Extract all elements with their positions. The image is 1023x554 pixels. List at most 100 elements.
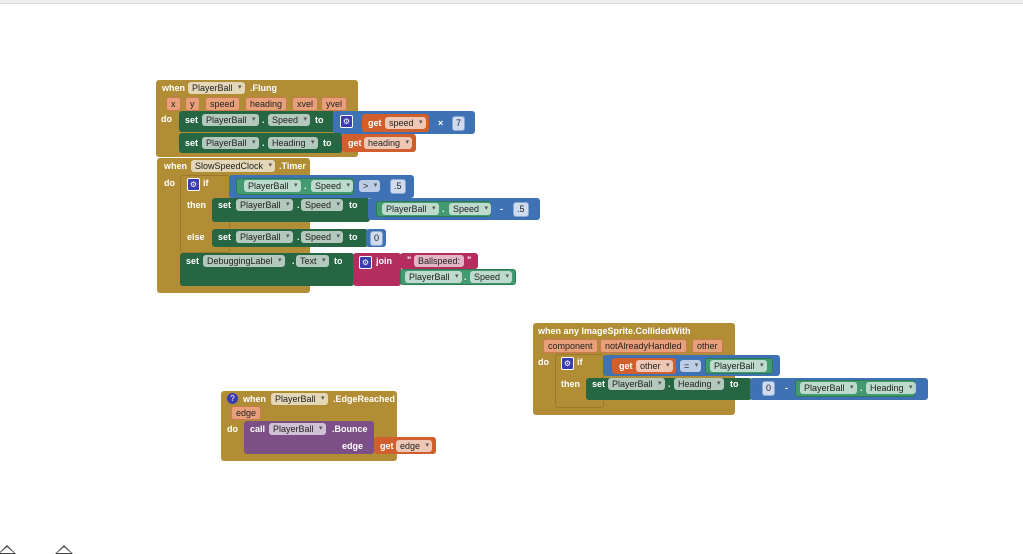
param-edge[interactable]: edge	[231, 406, 262, 420]
then-label: then	[187, 200, 206, 210]
property-dropdown[interactable]: Heading	[268, 137, 318, 149]
set-label: set	[185, 115, 199, 125]
event-name: .Flung	[250, 83, 277, 93]
get-label: get	[348, 138, 362, 148]
param-component[interactable]: component	[543, 339, 598, 353]
param-y[interactable]: y	[185, 97, 200, 111]
arg-label: edge	[342, 441, 364, 451]
component-dropdown[interactable]: PlayerBall	[236, 231, 293, 243]
component-dropdown[interactable]: PlayerBall	[405, 271, 462, 283]
help-icon[interactable]: ?	[227, 393, 238, 404]
component-dropdown[interactable]: PlayerBall	[710, 360, 767, 372]
property-dropdown[interactable]: Speed	[268, 114, 311, 126]
dot: .	[304, 181, 307, 191]
dot: .	[297, 232, 300, 242]
when-label: when	[243, 394, 267, 404]
dot: .	[292, 256, 295, 266]
if-label: if	[203, 178, 209, 188]
dot: .	[262, 115, 265, 125]
dot: .	[668, 379, 671, 389]
param-other[interactable]: other	[692, 339, 723, 353]
method-name: .Bounce	[332, 424, 368, 434]
set-label: set	[185, 138, 199, 148]
number-input[interactable]: 0	[370, 231, 384, 246]
event-name: .EdgeReached	[333, 394, 396, 404]
to-label: to	[334, 256, 343, 266]
get-label: get	[619, 361, 633, 371]
set-label: set	[218, 232, 232, 242]
number-input[interactable]: 0	[762, 381, 776, 396]
dot: .	[262, 138, 265, 148]
get-label: get	[368, 118, 382, 128]
component-dropdown[interactable]: PlayerBall	[800, 382, 857, 394]
param-x[interactable]: x	[166, 97, 181, 111]
component-dropdown[interactable]: PlayerBall	[608, 378, 665, 390]
component-dropdown[interactable]: PlayerBall	[271, 393, 328, 405]
number-input[interactable]: .5	[390, 179, 406, 194]
set-label: set	[218, 200, 232, 210]
dot: .	[464, 272, 467, 282]
component-dropdown[interactable]: PlayerBall	[382, 203, 439, 215]
param-notalreadyhandled[interactable]: notAlreadyHandled	[600, 339, 687, 353]
set-label: set	[592, 379, 606, 389]
property-dropdown[interactable]: Speed	[301, 199, 344, 211]
quote-open: "	[407, 255, 412, 265]
event-name: .Timer	[279, 161, 306, 171]
property-dropdown[interactable]: Speed	[449, 203, 492, 215]
number-input[interactable]: .5	[513, 202, 529, 217]
component-dropdown[interactable]: SlowSpeedClock	[191, 160, 276, 172]
operator: ×	[438, 118, 444, 128]
mutator-gear-icon[interactable]: ⚙	[340, 115, 353, 128]
quote-close: "	[467, 255, 472, 265]
variable-dropdown[interactable]: other	[636, 360, 673, 372]
when-label: when	[164, 161, 188, 171]
when-label: when	[162, 83, 186, 93]
do-label: do	[227, 424, 238, 434]
property-dropdown[interactable]: Text	[296, 255, 329, 267]
variable-dropdown[interactable]: heading	[364, 137, 413, 149]
operator: -	[785, 383, 788, 393]
set-label: set	[186, 256, 200, 266]
component-dropdown[interactable]: PlayerBall	[236, 199, 293, 211]
dot: .	[442, 204, 445, 214]
property-dropdown[interactable]: Speed	[470, 271, 513, 283]
warning-toggle-icon[interactable]	[0, 545, 16, 554]
operator-dropdown[interactable]: =	[680, 360, 702, 372]
to-label: to	[730, 379, 739, 389]
param-speed[interactable]: speed	[205, 97, 240, 111]
number-input[interactable]: 7	[452, 116, 466, 131]
do-label: do	[161, 114, 172, 124]
variable-dropdown[interactable]: edge	[396, 440, 433, 452]
text-input[interactable]: Ballspeed:	[414, 255, 465, 267]
to-label: to	[349, 200, 358, 210]
property-dropdown[interactable]: Speed	[311, 180, 354, 192]
property-dropdown[interactable]: Speed	[301, 231, 344, 243]
dot: .	[297, 200, 300, 210]
component-dropdown[interactable]: PlayerBall	[244, 180, 301, 192]
mutator-gear-icon[interactable]: ⚙	[359, 256, 372, 269]
do-label: do	[164, 178, 175, 188]
component-dropdown[interactable]: PlayerBall	[188, 82, 245, 94]
mutator-gear-icon[interactable]: ⚙	[561, 357, 574, 370]
mutator-gear-icon[interactable]: ⚙	[187, 178, 200, 191]
to-label: to	[323, 138, 332, 148]
component-dropdown[interactable]: PlayerBall	[202, 114, 259, 126]
property-dropdown[interactable]: Heading	[674, 378, 724, 390]
operator: -	[500, 204, 503, 214]
variable-dropdown[interactable]: speed	[385, 117, 426, 129]
then-label: then	[561, 379, 580, 389]
if-label: if	[577, 357, 583, 367]
component-dropdown[interactable]: PlayerBall	[269, 423, 326, 435]
component-dropdown[interactable]: PlayerBall	[202, 137, 259, 149]
dot: .	[860, 383, 863, 393]
call-label: call	[250, 424, 266, 434]
join-label: join	[376, 256, 392, 266]
else-label: else	[187, 232, 205, 242]
param-yvel[interactable]: yvel	[321, 97, 348, 111]
property-dropdown[interactable]: Heading	[866, 382, 916, 394]
param-heading[interactable]: heading	[245, 97, 288, 111]
component-dropdown[interactable]: DebuggingLabel	[203, 255, 285, 267]
error-toggle-icon[interactable]	[55, 545, 73, 554]
param-xvel[interactable]: xvel	[292, 97, 319, 111]
operator-dropdown[interactable]: >	[359, 180, 381, 192]
